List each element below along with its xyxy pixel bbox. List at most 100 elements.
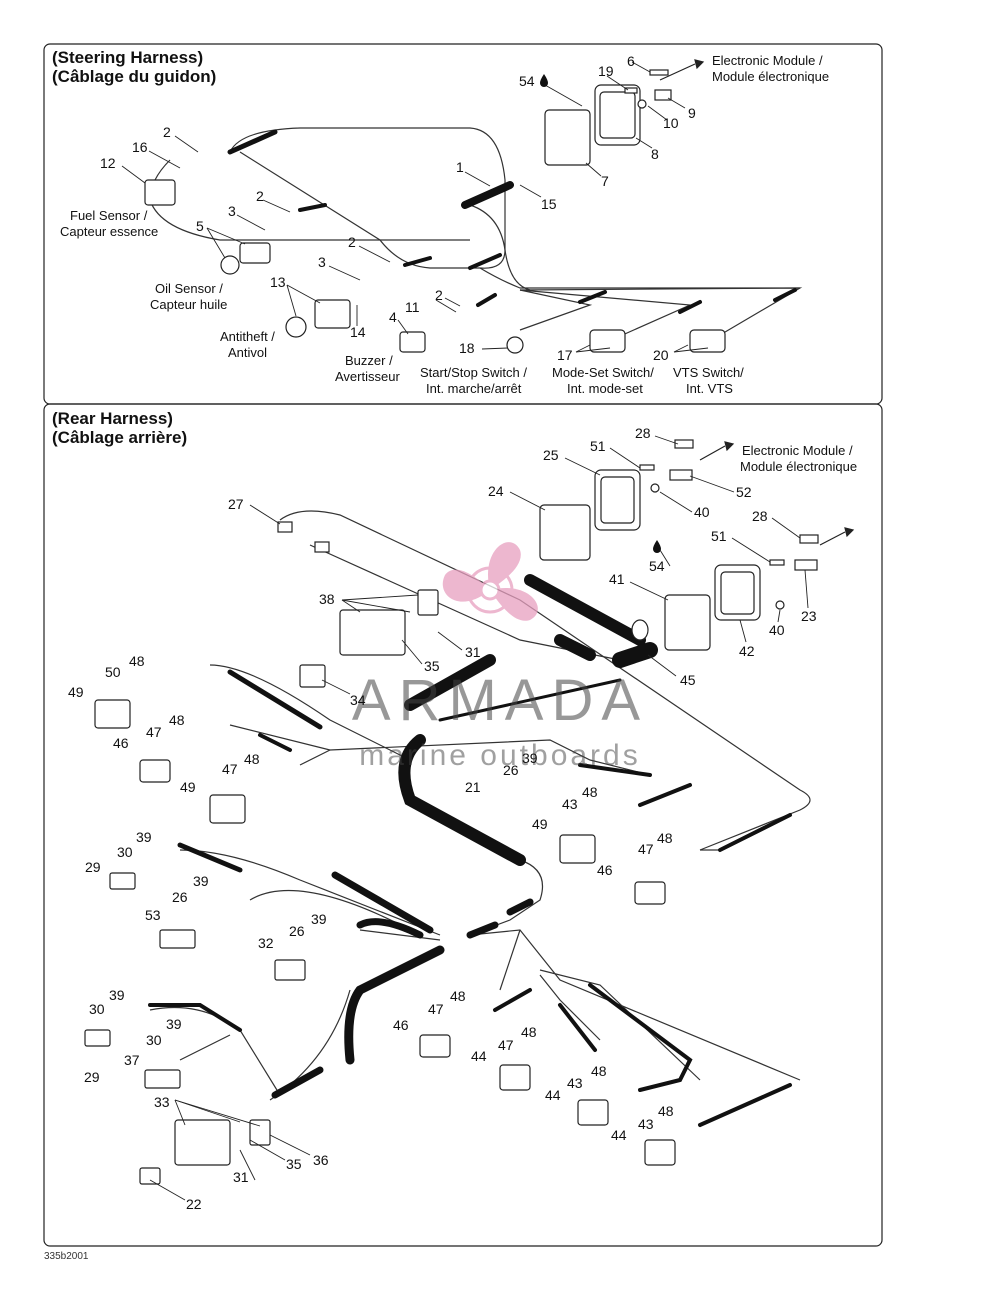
steering-module-arrow	[659, 59, 705, 81]
module-housing-shape	[594, 84, 641, 146]
caption-mode-set: Mode-Set Switch/	[552, 365, 654, 380]
part-number: 31	[465, 644, 481, 660]
part-number: 26	[289, 923, 305, 939]
part-number: 18	[459, 340, 475, 356]
caption-antitheft: Antitheft /	[220, 329, 275, 344]
fuel-sensor-connector-shape	[144, 179, 176, 206]
rear-module-connector-24	[539, 504, 591, 561]
caption-mode-set: Int. mode-set	[567, 381, 643, 396]
rear-part-numbers: 28 51 25 52 40 24 27 28 51 54 41 40 23 4…	[68, 425, 817, 1212]
part-number: 36	[313, 1152, 329, 1168]
part-number: 48	[591, 1063, 607, 1079]
part-number: 39	[166, 1016, 182, 1032]
part-number: 39	[109, 987, 125, 1003]
part-number: 32	[258, 935, 274, 951]
rear-components	[84, 439, 819, 1185]
part-number: 38	[319, 591, 335, 607]
part-number: 54	[519, 73, 535, 89]
part-number: 5	[196, 218, 204, 234]
steering-leader-lines	[121, 61, 709, 353]
part-number: 3	[228, 203, 236, 219]
caption-start-stop: Int. marche/arrêt	[426, 381, 522, 396]
part-number: 47	[638, 841, 654, 857]
part-number: 43	[638, 1116, 654, 1132]
part-number: 42	[739, 643, 755, 659]
part-number: 49	[532, 816, 548, 832]
part-number: 7	[601, 173, 609, 189]
steering-title-fr: (Câblage du guidon)	[52, 67, 217, 86]
connector-49c	[559, 834, 596, 864]
part-number: 1	[456, 159, 464, 175]
part-number: 48	[658, 1103, 674, 1119]
caption-fuel-sensor: Capteur essence	[60, 224, 158, 239]
part-number: 51	[711, 528, 727, 544]
part-number: 41	[609, 571, 625, 587]
caption-electronic-module: Electronic Module /	[712, 53, 823, 68]
part-number: 44	[545, 1087, 561, 1103]
rear-captions: Electronic Module / Module électronique	[740, 443, 857, 474]
rear-title-en: (Rear Harness)	[52, 409, 173, 428]
part-number: 17	[557, 347, 573, 363]
part-number: 46	[597, 862, 613, 878]
rear-title-fr: (Câblage arrière)	[52, 428, 188, 447]
connector-46c	[419, 1034, 451, 1058]
part-number: 40	[694, 504, 710, 520]
caption-buzzer: Buzzer /	[345, 353, 393, 368]
part-number: 33	[154, 1094, 170, 1110]
caption-oil-sensor: Capteur huile	[150, 297, 227, 312]
caption-vts: VTS Switch/	[673, 365, 744, 380]
caption-antitheft: Antivol	[228, 345, 267, 360]
part-number: 49	[68, 684, 84, 700]
part-number: 20	[653, 347, 669, 363]
part-number: 47	[428, 1001, 444, 1017]
steering-title-en: (Steering Harness)	[52, 48, 204, 67]
part-number: 35	[286, 1156, 302, 1172]
part-number: 19	[598, 63, 614, 79]
part-number: 2	[256, 188, 264, 204]
part-number: 26	[172, 889, 188, 905]
part-number: 46	[393, 1017, 409, 1033]
module-connector-shape	[544, 109, 591, 166]
armada-logo	[442, 542, 538, 621]
part-number: 2	[435, 287, 443, 303]
caption-electronic-module-rear: Module électronique	[740, 459, 857, 474]
part-number: 13	[270, 274, 286, 290]
steering-components	[144, 69, 726, 354]
part-number: 44	[471, 1048, 487, 1064]
connector-44b	[577, 1099, 609, 1126]
caption-start-stop: Start/Stop Switch /	[420, 365, 527, 380]
part-number: 25	[543, 447, 559, 463]
caption-fuel-sensor: Fuel Sensor /	[70, 208, 148, 223]
part-number: 48	[450, 988, 466, 1004]
part-number: 4	[389, 309, 397, 325]
part-number: 28	[635, 425, 651, 441]
connector-49b	[209, 794, 246, 824]
connector-44c	[644, 1139, 676, 1166]
caption-electronic-module-rear: Electronic Module /	[742, 443, 853, 458]
part-number: 9	[688, 105, 696, 121]
part-number: 29	[85, 859, 101, 875]
part-number: 48	[521, 1024, 537, 1040]
part-number: 31	[233, 1169, 249, 1185]
rear-module-connector-41	[664, 594, 711, 651]
steering-harness-sleeves	[227, 129, 797, 314]
part-number: 47	[222, 761, 238, 777]
part-number: 21	[465, 779, 481, 795]
part-number: 37	[124, 1052, 140, 1068]
part-number: 50	[105, 664, 121, 680]
part-number: 46	[113, 735, 129, 751]
part-number: 34	[350, 692, 366, 708]
caption-vts: Int. VTS	[686, 381, 733, 396]
rear-harness-wires	[149, 510, 811, 1101]
connector-46b	[634, 881, 666, 905]
part-number: 30	[117, 844, 133, 860]
part-number: 44	[611, 1127, 627, 1143]
part-number: 24	[488, 483, 504, 499]
caption-buzzer: Avertisseur	[335, 369, 400, 384]
part-number: 53	[145, 907, 161, 923]
part-number: 54	[649, 558, 665, 574]
part-number: 47	[498, 1037, 514, 1053]
connector-49a	[94, 699, 131, 729]
part-number: 48	[129, 653, 145, 669]
